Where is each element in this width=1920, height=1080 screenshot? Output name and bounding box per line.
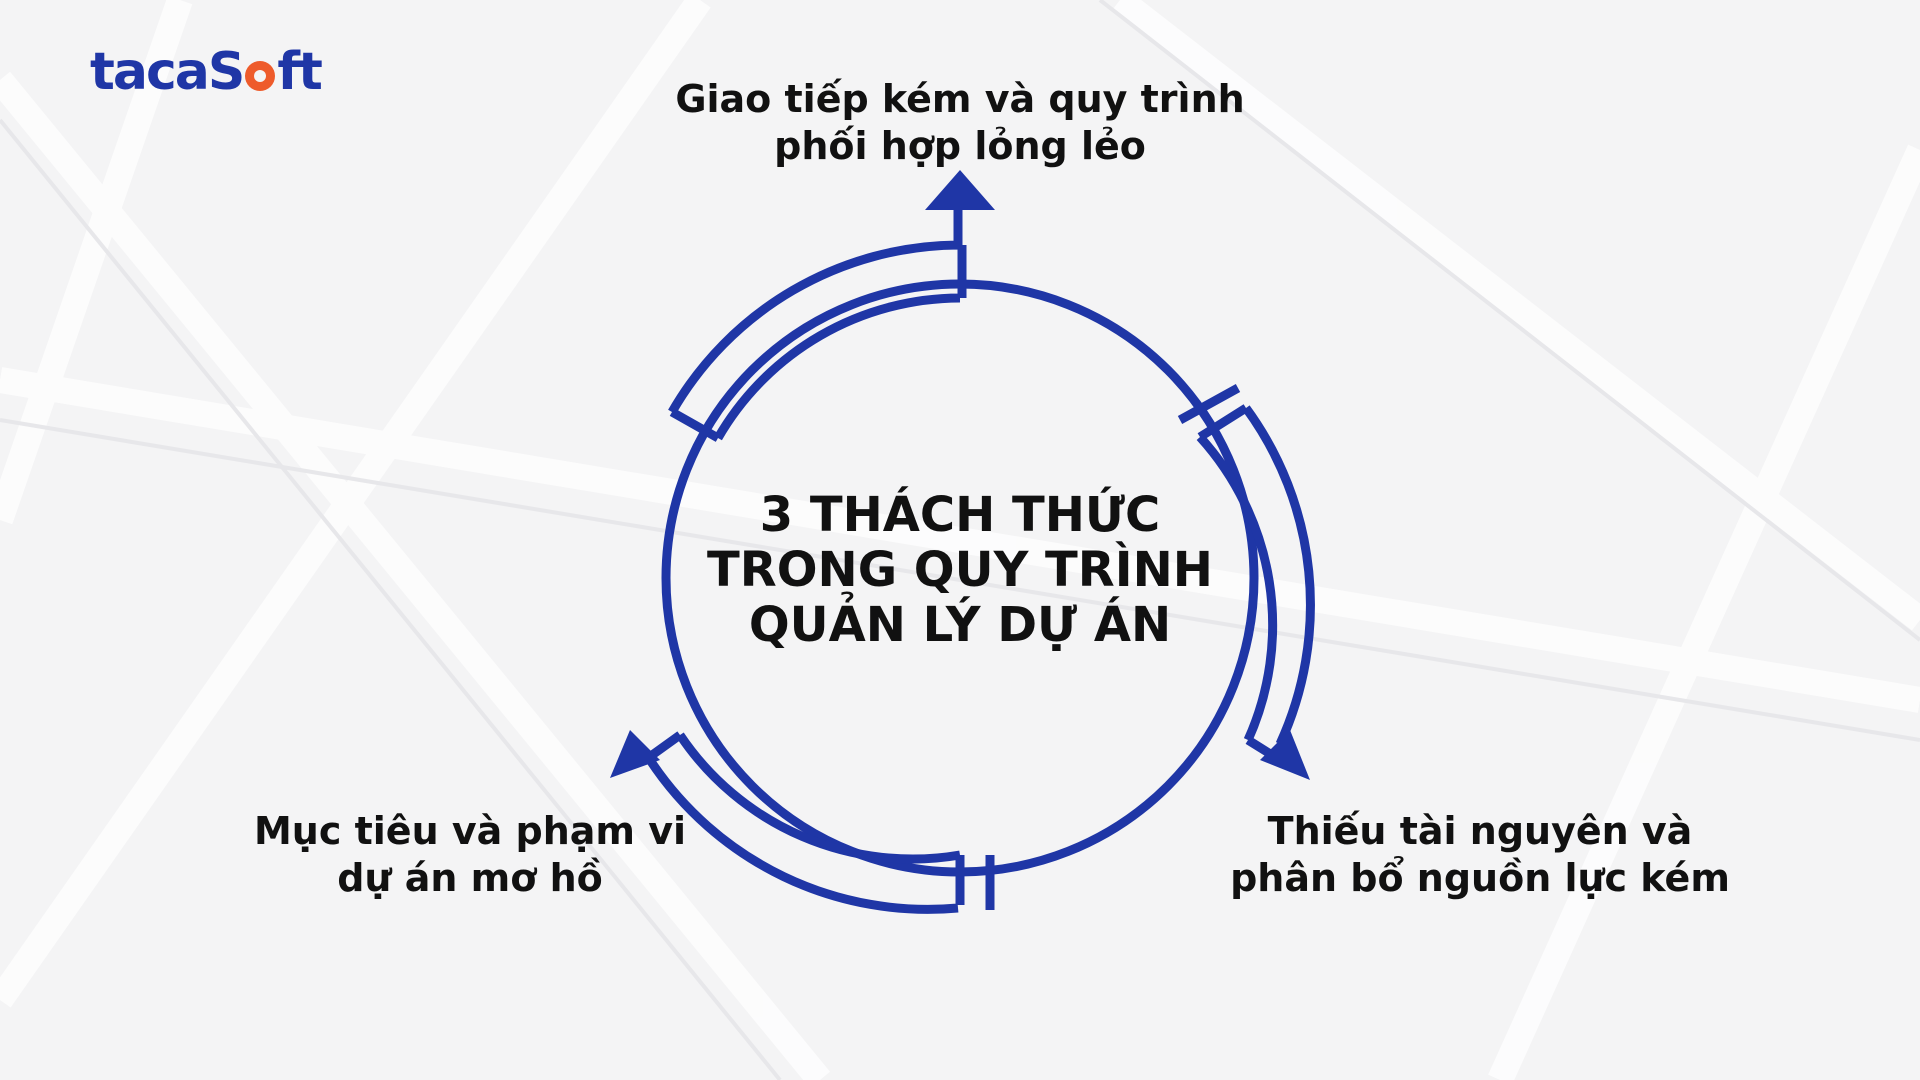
- arrow-head-top: [925, 170, 995, 210]
- challenge-left-line-2: dự án mơ hồ: [337, 856, 603, 900]
- challenge-right-line-2: phân bổ nguồn lực kém: [1230, 856, 1730, 900]
- center-title-line-1: 3 THÁCH THỨC: [759, 487, 1161, 543]
- sun-o-icon: [245, 61, 276, 91]
- challenge-top-line-1: Giao tiếp kém và quy trình: [675, 77, 1245, 121]
- logo-text-taca: taca: [90, 42, 210, 102]
- challenge-left: Mục tiêu và phạm vi dự án mơ hồ: [220, 808, 720, 902]
- tacasoft-logo[interactable]: taca S ft: [90, 42, 323, 102]
- center-title-line-2: TRONG QUY TRÌNH: [707, 542, 1213, 598]
- challenge-right: Thiếu tài nguyên và phân bổ nguồn lực ké…: [1200, 808, 1760, 902]
- arrow-arc-right: [1177, 384, 1315, 764]
- arrow-arc-left: [645, 731, 995, 914]
- center-title-line-3: QUẢN LÝ DỰ ÁN: [748, 597, 1172, 653]
- arrow-head-right: [1260, 730, 1310, 780]
- arrow-arc-top: [668, 205, 967, 442]
- challenge-left-line-1: Mục tiêu và phạm vi: [253, 809, 687, 853]
- challenge-top: Giao tiếp kém và quy trình phối hợp lỏng…: [640, 76, 1280, 170]
- center-title: 3 THÁCH THỨC TRONG QUY TRÌNH QUẢN LÝ DỰ …: [660, 488, 1260, 653]
- challenge-right-line-1: Thiếu tài nguyên và: [1267, 809, 1693, 853]
- arrow-head-left: [610, 730, 660, 778]
- challenge-top-line-2: phối hợp lỏng lẻo: [774, 124, 1146, 168]
- logo-text-ft: ft: [277, 42, 323, 102]
- logo-text-s: S: [207, 42, 245, 102]
